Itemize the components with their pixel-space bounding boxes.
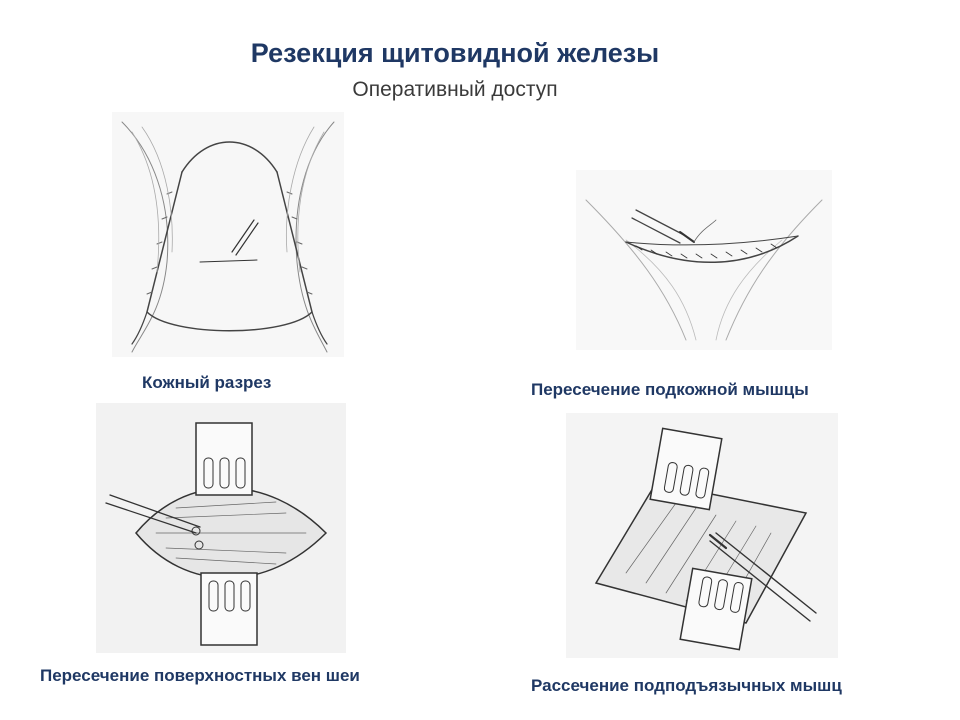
caption-neck-veins: Пересечение поверхностных вен шеи <box>40 666 360 685</box>
slide-title: Резекция щитовидной железы <box>250 38 660 68</box>
infrahyoid-muscles-illustration <box>566 413 838 658</box>
platysma-incision-illustration <box>576 170 832 350</box>
caption-skin-incision: Кожный разрез <box>142 373 272 392</box>
neck-veins-illustration <box>96 403 346 653</box>
caption-infrahyoid-muscles: Рассечение подподъязычных мышц <box>531 676 842 695</box>
caption-platysma-incision: Пересечение подкожной мышцы <box>531 380 809 399</box>
skin-incision-illustration <box>112 112 344 357</box>
slide-subtitle: Оперативный доступ <box>352 78 558 101</box>
